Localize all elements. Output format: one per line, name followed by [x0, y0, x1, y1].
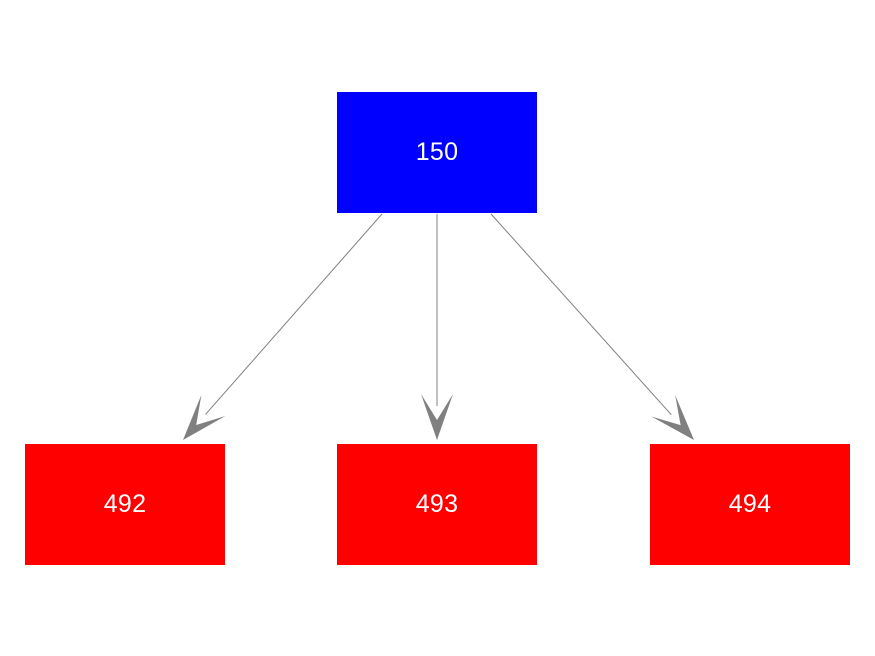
- edge-root-494: [490, 213, 694, 440]
- edge-root-493: [421, 214, 453, 440]
- node-child-494[interactable]: 494: [650, 444, 850, 565]
- node-root-label: 150: [415, 138, 459, 166]
- node-child-493[interactable]: 493: [337, 444, 537, 565]
- edge-root-492: [183, 213, 383, 440]
- edge-root-493-arrowhead-icon: [421, 394, 453, 440]
- node-child-492[interactable]: 492: [25, 444, 225, 565]
- node-child-492-label: 492: [103, 490, 147, 518]
- node-root[interactable]: 150: [337, 92, 537, 213]
- edge-root-492-arrowhead-icon: [183, 394, 226, 440]
- edge-root-494-arrowhead-icon: [651, 395, 694, 440]
- edge-root-492-line: [205, 213, 383, 415]
- edge-root-494-line: [490, 213, 672, 416]
- node-child-494-label: 494: [728, 490, 772, 518]
- node-child-493-label: 493: [415, 490, 459, 518]
